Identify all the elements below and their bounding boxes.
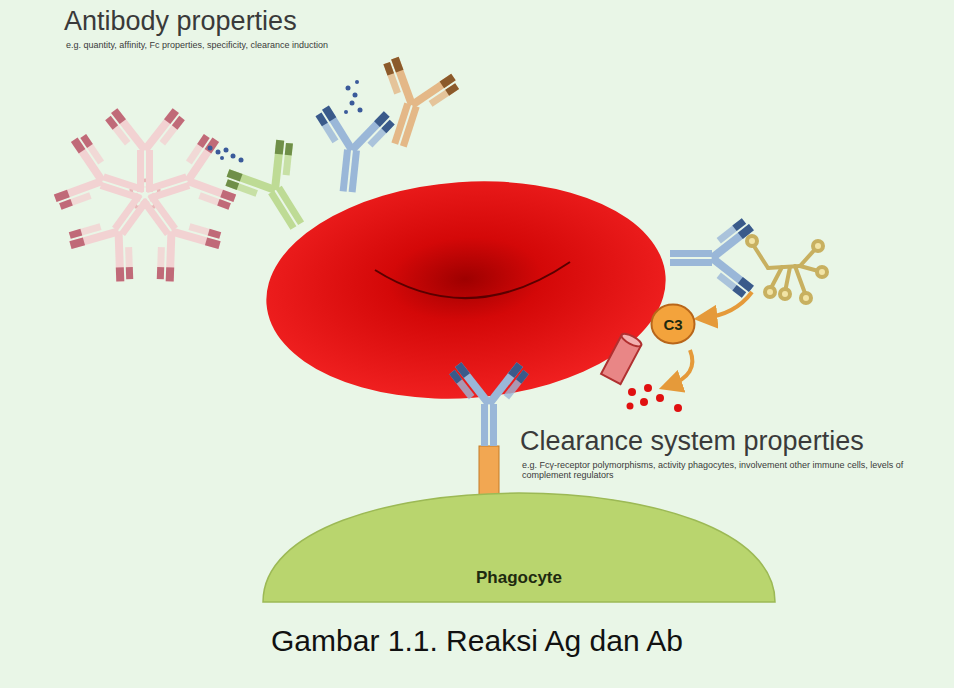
antibody: [218, 133, 332, 248]
node-text: Phagocyte: [476, 568, 562, 588]
antibody: [448, 362, 530, 446]
pore: [601, 331, 643, 384]
phagocyte-cell-shape: [263, 493, 775, 602]
section-heading: Clearance system properties: [520, 426, 950, 457]
figure-caption: Gambar 1.1. Reaksi Ag dan Ab: [0, 624, 954, 659]
antibody: [360, 53, 464, 158]
igm-pentamer: [50, 108, 241, 289]
leaking-contents: [627, 384, 683, 412]
node-text: C3: [663, 316, 682, 333]
section-note: e.g. Fcγ-receptor polymorphisms, activit…: [522, 460, 932, 481]
complement-c1q: [747, 236, 827, 303]
section-note: e.g. quantity, affinity, Fc properties, …: [66, 40, 526, 50]
activation-arrow: [703, 292, 752, 318]
section-heading: Antibody properties: [64, 6, 484, 37]
fc-receptor: [479, 446, 499, 496]
complement-c3: C3: [650, 303, 696, 345]
antibody: [307, 104, 397, 196]
antibody: [670, 217, 754, 299]
activation-arrow: [668, 350, 692, 386]
antigen: [208, 80, 363, 163]
complement-c3-shape: [652, 305, 695, 344]
phagocyte-cell: Phagocyte: [263, 492, 775, 602]
